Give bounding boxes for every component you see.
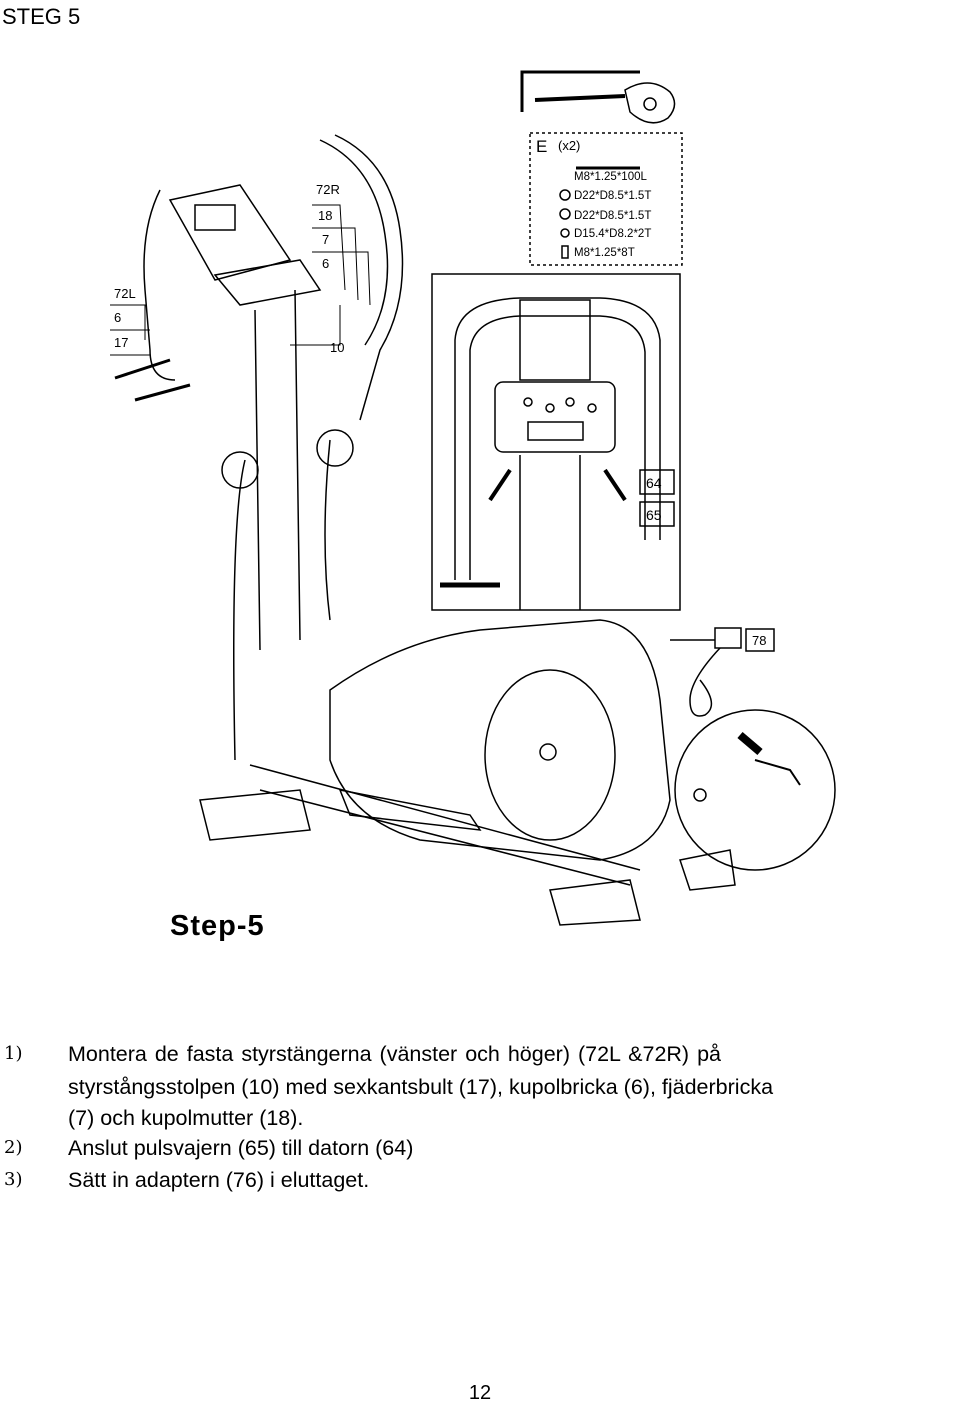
callout-6: 6 <box>322 256 329 271</box>
allen-key-icon <box>520 70 640 112</box>
instruction-text: styrstångsstolpen (10) med sexkantsbult … <box>68 1075 774 1099</box>
callout-72l: 72L <box>114 286 136 301</box>
callout-64: 64 <box>646 475 662 491</box>
callout-7: 7 <box>322 232 329 247</box>
assembly-illustration: E (x2) M8*1.25*100L D22*D8.5*1.5T D22*D8… <box>110 70 836 926</box>
hardware-list: M8*1.25*100L D22*D8.5*1.5T D22*D8.5*1.5T… <box>574 171 651 259</box>
instruction-text: Sätt in adaptern (76) i eluttaget. <box>68 1168 370 1192</box>
step-label: Step-5 <box>170 910 265 942</box>
hardware-item: D22*D8.5*1.5T <box>574 190 651 202</box>
callout-65: 65 <box>646 507 662 523</box>
instruction-text: Anslut pulsvajern (65) till datorn (64) <box>68 1136 414 1160</box>
arrow-icon <box>737 731 763 756</box>
hardware-item: D22*D8.5*1.5T <box>574 210 651 222</box>
instruction-number: 1) <box>4 1043 23 1064</box>
wrench-icon <box>534 82 676 124</box>
hardware-item: D15.4*D8.2*2T <box>574 228 651 240</box>
instruction-number: 2) <box>4 1137 23 1158</box>
instruction-text: Montera de fasta styrstängerna (vänster … <box>68 1042 721 1066</box>
instruction-text: (7) och kupolmutter (18). <box>68 1106 304 1130</box>
hardware-label: E <box>536 137 547 156</box>
callout-78: 78 <box>752 633 766 648</box>
hardware-item: M8*1.25*100L <box>574 171 647 183</box>
callout-6: 6 <box>114 310 121 325</box>
page-number: 12 <box>468 1382 492 1404</box>
callout-10: 10 <box>330 340 344 355</box>
callout-72r: 72R <box>316 182 340 197</box>
page-heading: STEG 5 <box>2 4 81 29</box>
callout-18: 18 <box>318 208 332 223</box>
hardware-qty: (x2) <box>558 138 580 153</box>
adapter-icon <box>670 627 742 717</box>
elliptical-trainer-drawing <box>143 134 736 926</box>
instruction-number: 3) <box>4 1169 23 1190</box>
hardware-item: M8*1.25*8T <box>574 247 635 259</box>
callout-17: 17 <box>114 335 128 350</box>
